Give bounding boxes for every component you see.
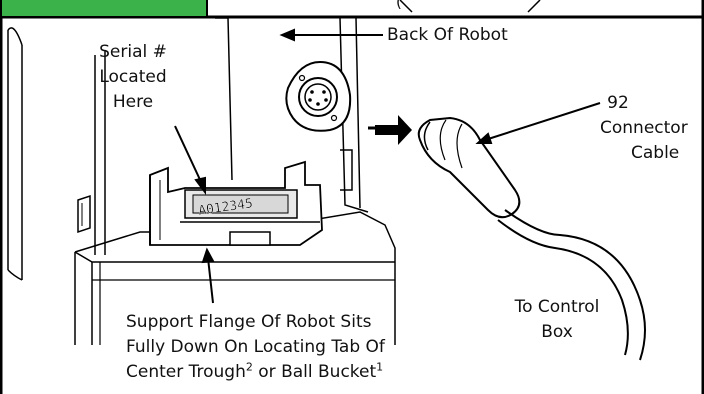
- header-fragment: (: [396, 0, 402, 11]
- cable-callout-line: [484, 102, 601, 141]
- back-arrowhead: [279, 28, 295, 42]
- flange-arrowhead: [201, 247, 215, 264]
- serial-arrowhead: [194, 176, 206, 195]
- center-trough-text: Center Trough: [126, 362, 246, 382]
- insert-arrow: [368, 115, 412, 145]
- cable-label-line1: 92: [607, 93, 629, 113]
- control-label-line2: Box: [541, 322, 573, 342]
- support-flange: A012345: [149, 160, 323, 246]
- footnote-2: 2: [245, 360, 253, 374]
- header-tab: [2, 0, 207, 16]
- cable-label-line3: Cable: [631, 143, 680, 163]
- control-label-line1: To Control: [514, 297, 600, 317]
- connector-socket: [285, 60, 352, 132]
- footnote-1: 1: [376, 360, 384, 374]
- serial-label-line1: Serial #: [99, 42, 167, 62]
- support-label-line3: Center Trough2 or Ball Bucket1: [126, 361, 383, 383]
- serial-callout-line: [174, 125, 203, 185]
- serial-label-line3: Here: [112, 92, 154, 112]
- cable-arrowhead: [475, 132, 493, 144]
- flange-callout-line: [207, 257, 214, 304]
- support-label-line2: Fully Down On Locating Tab Of: [126, 337, 385, 357]
- back-of-robot-label: Back Of Robot: [387, 25, 508, 45]
- support-label-line1: Support Flange Of Robot Sits: [126, 312, 372, 332]
- connector-cable: [417, 116, 646, 361]
- ball-bucket-text: or Ball Bucket: [252, 362, 377, 382]
- serial-label-line2: Located: [99, 67, 167, 87]
- base-block: [74, 211, 396, 345]
- cable-label-line2: Connector: [600, 118, 688, 138]
